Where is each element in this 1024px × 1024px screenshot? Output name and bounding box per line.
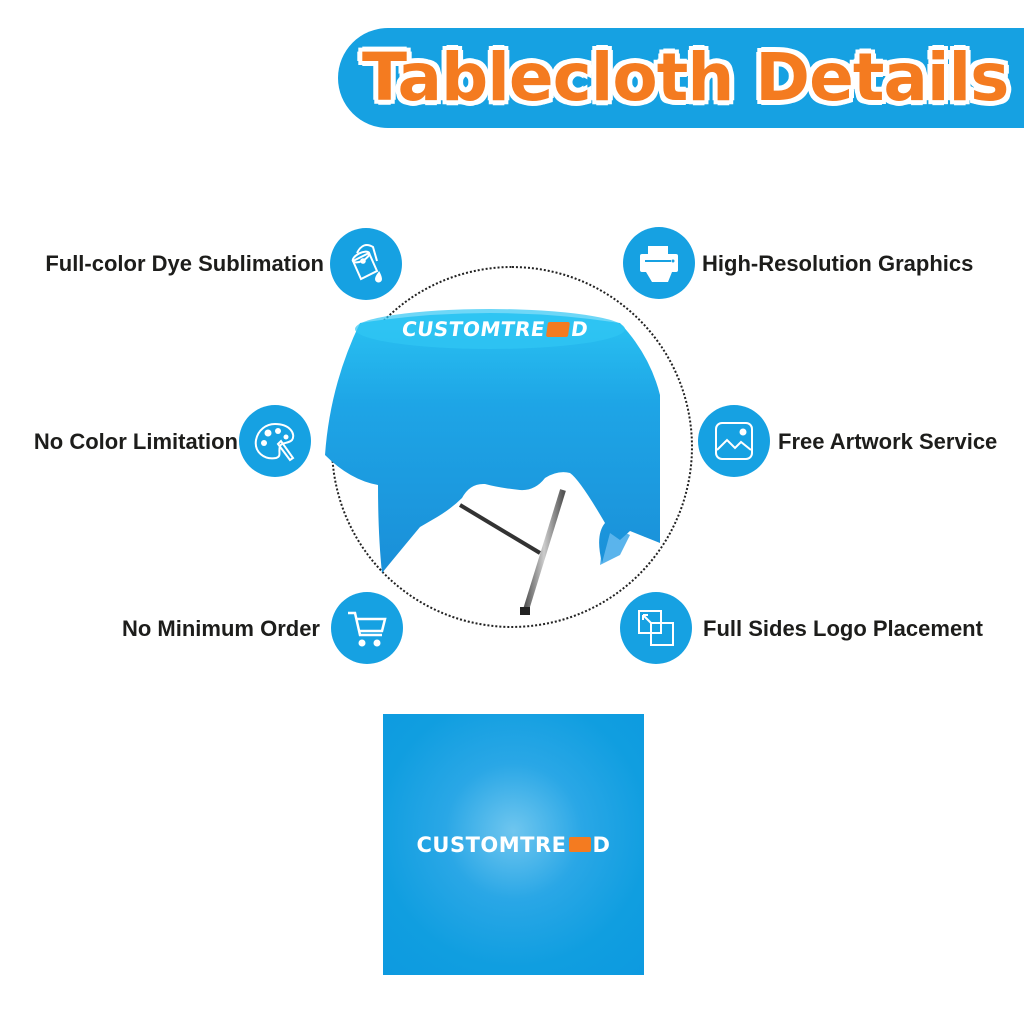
feature-label-full-sides-logo: Full Sides Logo Placement: [703, 616, 983, 641]
logo-accent: [568, 837, 591, 852]
feature-label-free-artwork: Free Artwork Service: [778, 429, 998, 454]
header-banner: [338, 28, 1024, 128]
feature-label-no-minimum-order: No Minimum Order: [121, 616, 320, 641]
image-icon: [698, 405, 770, 477]
feature-label-high-resolution: High-Resolution Graphics: [702, 251, 974, 276]
tablecloth-illustration: [325, 309, 660, 615]
logo-placement-icon: [620, 592, 692, 664]
palette-icon: [239, 405, 311, 477]
paint-bucket-icon: [330, 228, 402, 300]
printer-icon: [623, 227, 695, 299]
shopping-cart-icon: [331, 592, 403, 664]
page-title: Tablecloth Details: [362, 39, 1009, 116]
logo-accent: [546, 321, 571, 337]
feature-label-dye-sublimation: Full-color Dye Sublimation: [45, 251, 324, 276]
feature-label-no-color-limitation: No Color Limitation: [33, 429, 238, 454]
